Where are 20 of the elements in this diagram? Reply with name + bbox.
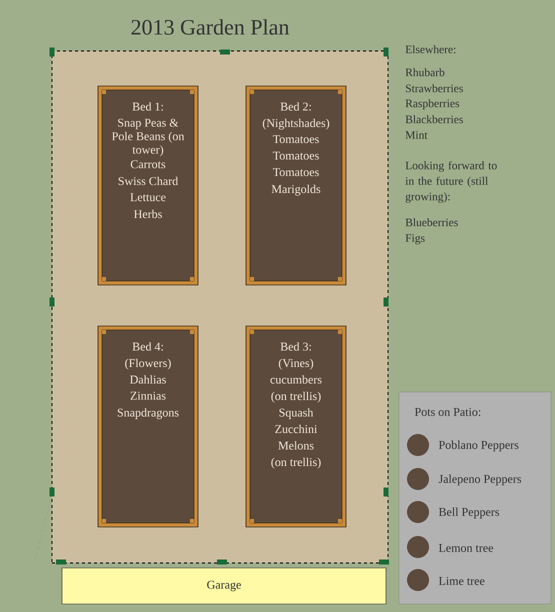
plant-label: Jalepeno Peppers	[438, 474, 522, 486]
plant-label: Poblano Peppers	[438, 440, 518, 452]
garden-bed: Bed 3: (Vines) cucumbers (on trellis) Squash Zucchini Melons (on trellis)	[246, 326, 346, 528]
note-text: Mint	[406, 131, 428, 139]
plant-label: Lemon tree	[438, 544, 494, 552]
note-text: Strawberries	[406, 84, 463, 92]
garden-bed: Bed 1: Snap Peas & Pole Beans (on tower) Carrots Swiss Chard Lettuce Herbs	[98, 86, 198, 286]
plant-label: Lime tree	[438, 576, 484, 586]
note-text: Blackberries	[406, 115, 463, 124]
title: 2013 Garden Plan	[132, 19, 290, 35]
note-text: Elsewhere:	[406, 45, 456, 54]
garden-bed: Bed 4: (Flowers) Dahlias Zinnias Snapdragons	[98, 326, 198, 528]
note-text: Figs	[406, 234, 425, 244]
note-text: Looking forward to in the future (still growing):	[405, 161, 497, 203]
note-text: Blueberries	[406, 218, 458, 226]
garden-bed: Bed 2: (Nightshades) Tomatoes Tomatoes Tomatoes Marigolds	[246, 86, 346, 286]
garage-box: Garage	[62, 568, 386, 604]
note-text: Raspberries	[406, 99, 460, 110]
note-text: Rhubarb	[406, 68, 444, 76]
plant-label: Bell Peppers	[438, 508, 500, 518]
